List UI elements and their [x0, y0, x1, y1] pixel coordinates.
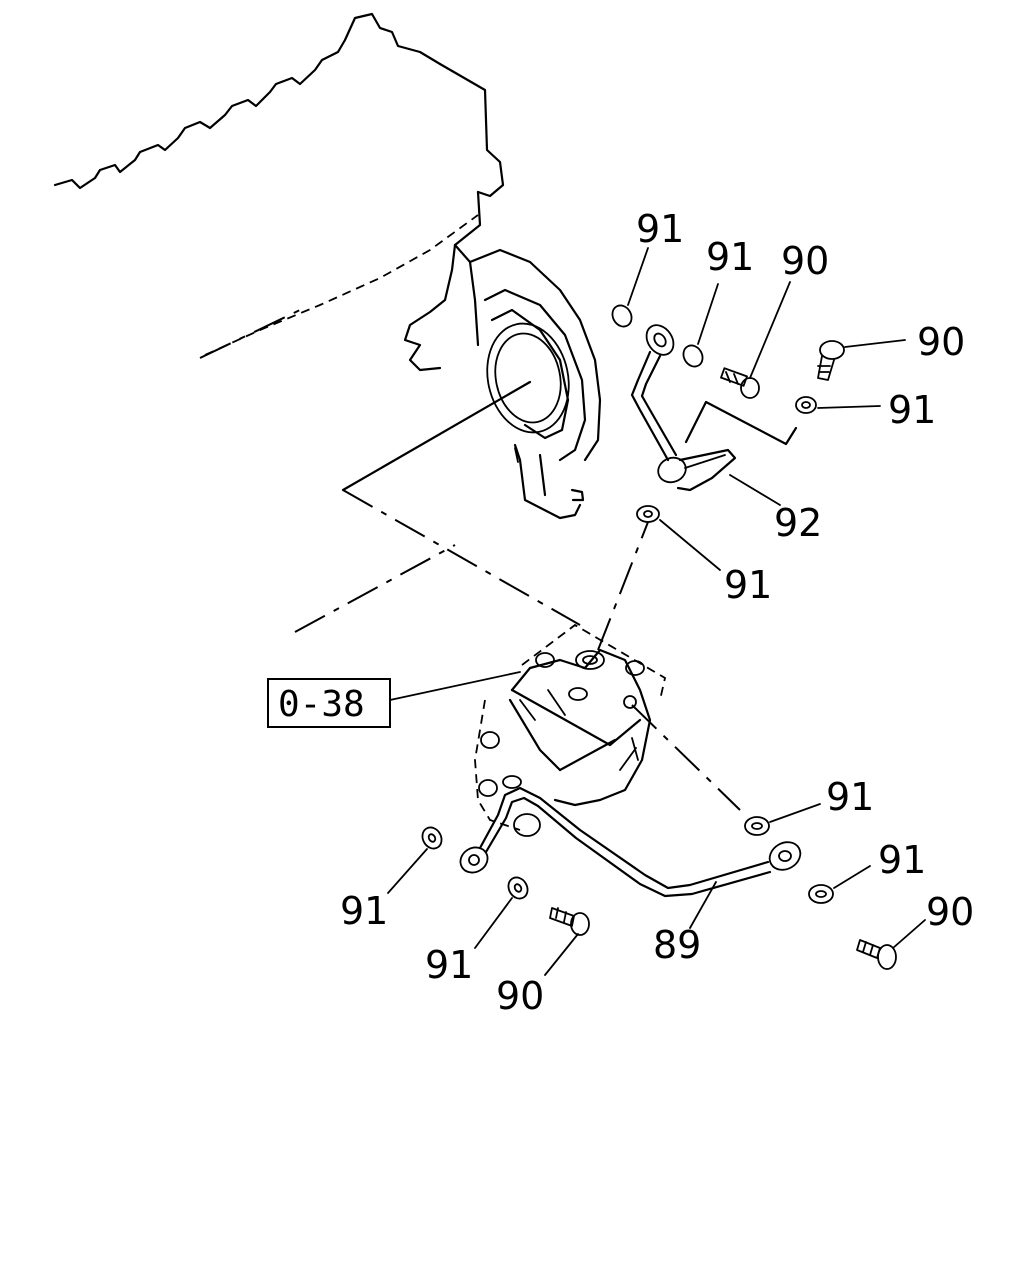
- label-90-a: 90: [781, 239, 829, 283]
- pump-unit: [474, 623, 667, 837]
- label-90-b: 90: [917, 320, 965, 364]
- label-91-g: 91: [340, 889, 388, 933]
- callout-labels: 91 91 90 90 91 92 91 91 91 91 91 90 89 9…: [340, 207, 974, 1018]
- reference-box-label: 0-38: [278, 684, 365, 725]
- bolt-90-b: [817, 340, 845, 381]
- label-91-h: 91: [425, 943, 473, 987]
- washer-91-h: [808, 884, 834, 904]
- washer-91-f: [507, 876, 529, 900]
- bolt-90-a: [720, 367, 760, 399]
- lower-hardware: [421, 816, 897, 970]
- washer-91-d: [636, 505, 660, 523]
- washer-91-e: [421, 826, 443, 850]
- washer-91-g: [744, 816, 770, 836]
- bolt-90-c: [549, 907, 590, 936]
- label-89: 89: [653, 923, 701, 967]
- bolt-90-d: [856, 939, 897, 970]
- label-90-c: 90: [926, 890, 974, 934]
- label-90-d: 90: [496, 974, 544, 1018]
- pipe-92: [611, 304, 845, 523]
- leader-lines: [387, 247, 926, 976]
- engine-block: [53, 12, 602, 520]
- label-92: 92: [774, 501, 822, 545]
- pipe-89: [459, 786, 802, 898]
- washer-91-c: [795, 396, 817, 414]
- label-91-c: 91: [888, 388, 936, 432]
- label-91-a: 91: [636, 207, 684, 251]
- label-91-b: 91: [706, 235, 754, 279]
- reference-box: 0-38: [267, 678, 391, 728]
- alignment-lines: [294, 380, 741, 811]
- label-91-d: 91: [724, 563, 772, 607]
- washer-91-a: [611, 304, 633, 328]
- washer-91-b: [682, 344, 704, 368]
- label-91-f: 91: [878, 838, 926, 882]
- label-91-e: 91: [826, 775, 874, 819]
